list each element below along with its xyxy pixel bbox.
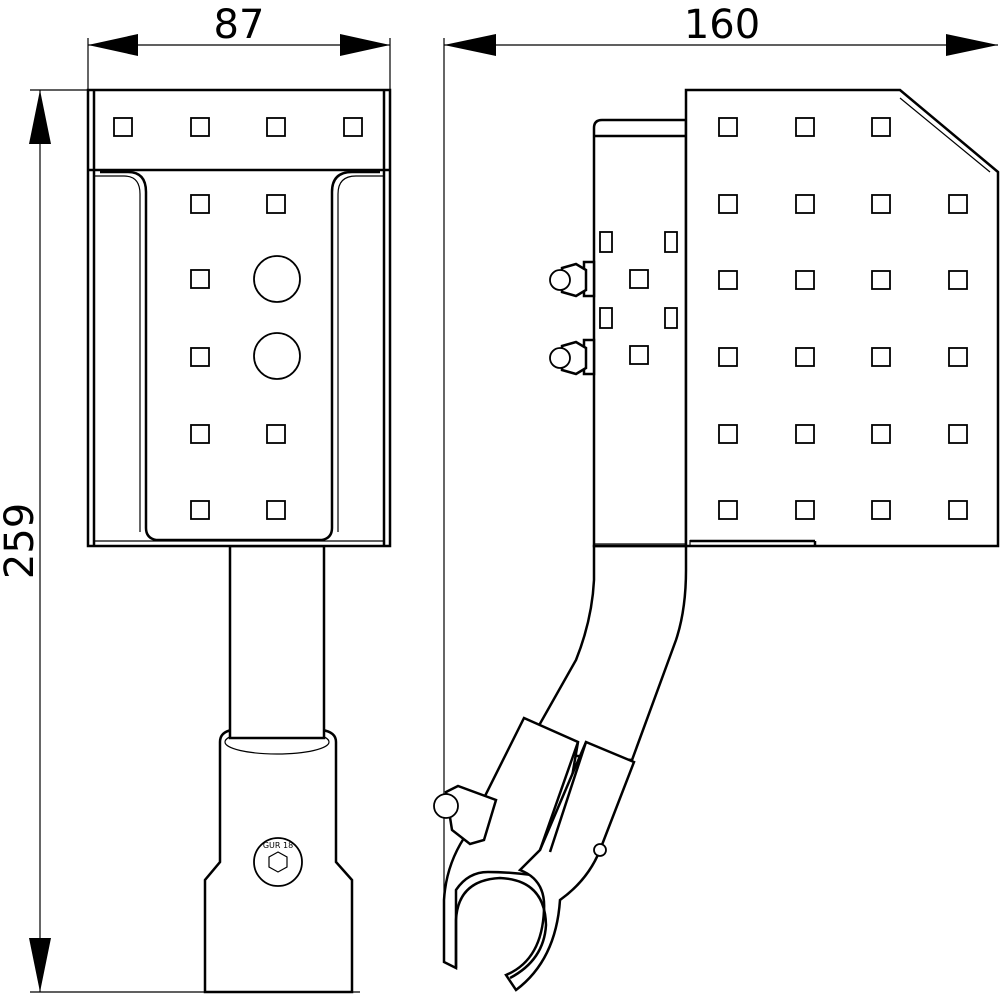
side-clamp-bolt: [433, 784, 498, 846]
stamp-disk: [253, 837, 303, 887]
side-bolt-nut: [560, 340, 588, 376]
front-view: GUR 18: [86, 88, 392, 994]
side-clamp-pin: [593, 843, 607, 857]
arrow-top: [29, 90, 51, 144]
stamp-text: GUR 18: [263, 841, 293, 850]
arrow-right: [946, 34, 998, 56]
square-hole: [871, 424, 891, 444]
front-plate-inner-outline: [100, 170, 380, 542]
side-channel: [592, 118, 688, 548]
square-hole: [871, 194, 891, 214]
square-hole: [266, 194, 286, 214]
square-hole: [718, 270, 738, 290]
channel-slot: [599, 231, 613, 253]
arrow-bottom: [29, 938, 51, 992]
square-hole: [871, 347, 891, 367]
side-bolt-upper: [549, 260, 596, 298]
front-plate-inner-outline-2: [95, 175, 141, 532]
side-arm: [521, 544, 688, 762]
square-hole: [266, 117, 286, 137]
side-clamp-jaw-left: [442, 716, 580, 971]
round-hole: [253, 332, 301, 380]
side-clamp-split-left: [538, 741, 580, 851]
square-hole: [795, 270, 815, 290]
square-hole: [718, 347, 738, 367]
square-hole: [871, 117, 891, 137]
dimension-width: 87: [87, 2, 391, 92]
square-hole: [871, 270, 891, 290]
square-hole: [718, 117, 738, 137]
square-hole: [266, 424, 286, 444]
front-tube: [228, 544, 326, 740]
square-hole: [190, 117, 210, 137]
dimension-height-label: 259: [0, 503, 43, 579]
dimension-width-label: 87: [214, 2, 265, 48]
square-hole: [190, 424, 210, 444]
side-clamp-bolt-cap: [433, 793, 459, 819]
square-hole: [190, 500, 210, 520]
square-hole: [795, 500, 815, 520]
square-hole: [190, 194, 210, 214]
front-plate: [86, 88, 392, 548]
square-hole: [948, 424, 968, 444]
square-hole: [795, 194, 815, 214]
side-plate: [684, 88, 1000, 548]
round-hole: [253, 255, 301, 303]
square-hole: [795, 117, 815, 137]
dimension-depth-label: 160: [684, 2, 760, 48]
side-view: [433, 88, 1000, 992]
channel-slot: [664, 231, 678, 253]
square-hole: [190, 347, 210, 367]
arrow-left: [88, 34, 138, 56]
side-clamp-split-right: [548, 741, 588, 853]
channel-slot: [599, 307, 613, 329]
side-clamp-jaw-right: [504, 740, 636, 992]
side-bolt-nut: [560, 262, 588, 298]
dimension-height: 259: [0, 89, 360, 993]
square-hole: [948, 500, 968, 520]
side-bolt-cap: [549, 269, 571, 291]
square-hole: [629, 345, 649, 365]
side-bolt-lower: [549, 338, 596, 376]
square-hole: [948, 194, 968, 214]
square-hole: [795, 347, 815, 367]
square-hole: [343, 117, 363, 137]
front-plate-inner-outline-3: [337, 175, 383, 532]
square-hole: [629, 269, 649, 289]
side-clamp-nut: [444, 784, 498, 846]
square-hole: [113, 117, 133, 137]
square-hole: [718, 194, 738, 214]
square-hole: [266, 500, 286, 520]
arrow-right: [340, 34, 390, 56]
side-plate-chamfer-inner: [899, 97, 991, 173]
square-hole: [871, 500, 891, 520]
arrow-left: [444, 34, 496, 56]
stamp: GUR 18: [253, 837, 303, 887]
hex-socket-icon: [268, 851, 288, 873]
square-hole: [718, 424, 738, 444]
square-hole: [948, 270, 968, 290]
square-hole: [718, 500, 738, 520]
square-hole: [795, 424, 815, 444]
side-bolt-cap: [549, 347, 571, 369]
square-hole: [190, 269, 210, 289]
square-hole: [948, 347, 968, 367]
channel-slot: [664, 307, 678, 329]
side-clamp-bore: [454, 876, 548, 980]
